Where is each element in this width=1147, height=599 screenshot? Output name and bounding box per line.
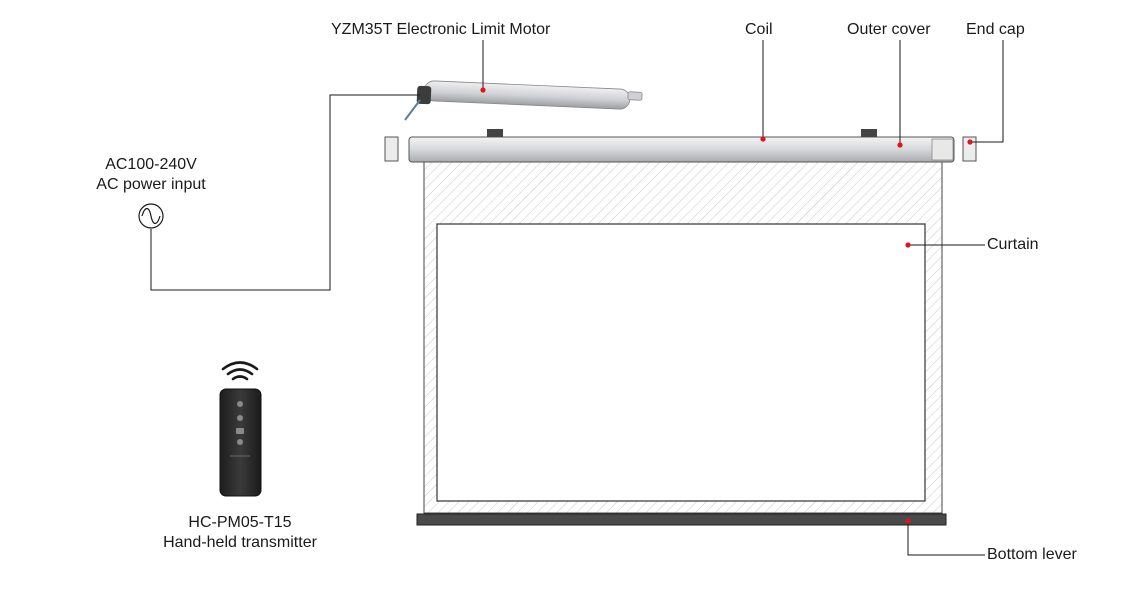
curtain-label: Curtain [987, 236, 1039, 253]
end-cap-left [384, 136, 399, 162]
coil-label: Coil [745, 21, 773, 38]
curtain [436, 223, 926, 502]
end-cap-right [962, 136, 977, 162]
wifi-signal-icon [221, 361, 259, 381]
end-cap-label: End cap [966, 21, 1025, 38]
tubular-motor [404, 80, 643, 121]
remote-transmitter [219, 388, 262, 497]
power-voltage-text: AC100-240V [105, 156, 197, 173]
ac-sine-wave-icon [138, 203, 164, 229]
outer-cover-label: Outer cover [847, 21, 931, 38]
power-description-text: AC power input [96, 176, 206, 193]
transmitter-model-text: HC-PM05-T15 [188, 514, 292, 531]
bottom-lever-label: Bottom lever [987, 546, 1077, 563]
transmitter-label: HC-PM05-T15 Hand-held transmitter [140, 513, 340, 553]
outer-cover-tube [408, 129, 955, 163]
leader-lines [482, 40, 1004, 556]
power-cable [150, 94, 420, 291]
bottom-lever [416, 513, 947, 526]
transmitter-description-text: Hand-held transmitter [163, 534, 317, 551]
callout-markers [480, 87, 973, 524]
motor-label: YZM35T Electronic Limit Motor [331, 21, 551, 38]
power-input-label: AC100-240V AC power input [61, 155, 241, 195]
